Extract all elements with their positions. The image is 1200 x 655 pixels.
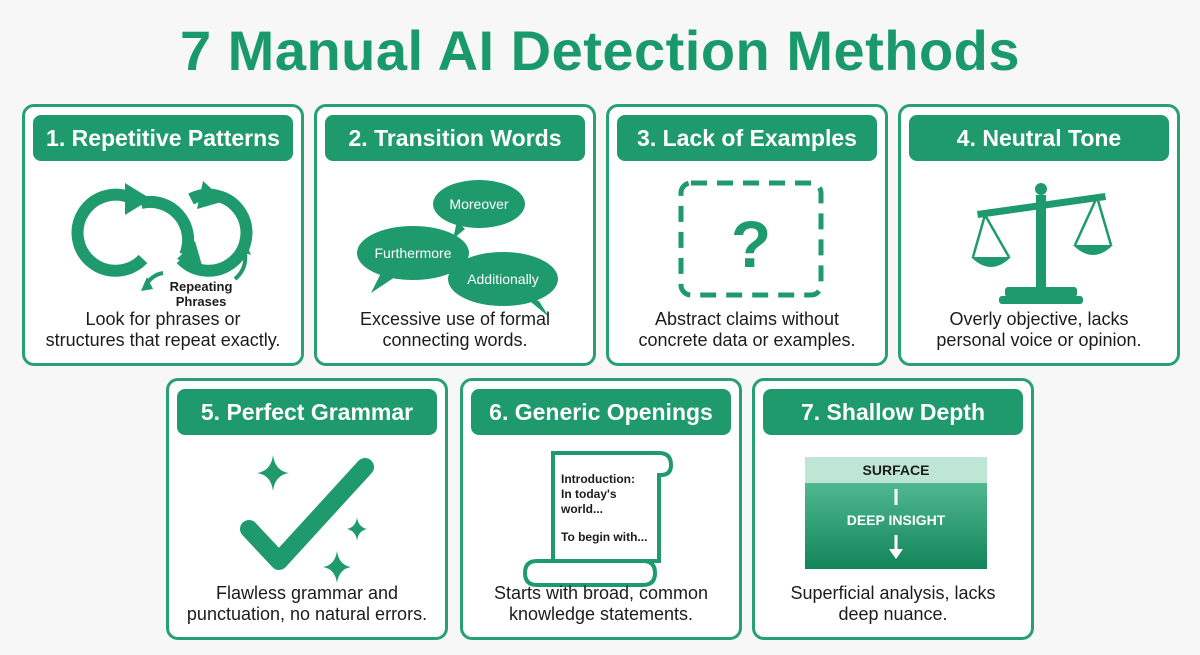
speech-bubbles-icon: Moreover Furthermore Additionally: [317, 169, 599, 319]
balance-scale-icon: [901, 169, 1183, 319]
card-heading: 6. Generic Openings: [471, 389, 731, 435]
method-card-generic-openings: 6. Generic Openings Introduction: In tod…: [460, 378, 742, 640]
question-box-icon: ?: [609, 169, 891, 319]
page-title: 7 Manual AI Detection Methods: [179, 19, 1021, 82]
bubble-furthermore: Furthermore: [374, 245, 451, 261]
method-card-shallow-depth: 7. Shallow Depth SURFACE DEEP INSIGHT Su…: [752, 378, 1034, 640]
method-card-neutral-tone: 4. Neutral Tone Overly objective, lacks …: [898, 104, 1180, 366]
icon-label-line-2: Phrases: [176, 294, 227, 309]
scroll-line-4: To begin with...: [561, 530, 647, 544]
deep-insight-label: DEEP INSIGHT: [847, 512, 946, 528]
bubble-moreover: Moreover: [449, 196, 508, 212]
card-heading: 5. Perfect Grammar: [177, 389, 437, 435]
question-mark: ?: [731, 207, 771, 281]
card-heading: 1. Repetitive Patterns: [33, 115, 293, 161]
icon-label-line-1: Repeating: [170, 279, 233, 294]
scroll-line-3: world...: [560, 502, 603, 516]
card-heading: 7. Shallow Depth: [763, 389, 1023, 435]
bubble-additionally: Additionally: [467, 271, 539, 287]
card-description: Superficial analysis, lacks deep nuance.: [790, 583, 996, 624]
card-description: Excessive use of formal connecting words…: [359, 309, 551, 350]
card-description: Abstract claims without concrete data or…: [638, 309, 856, 350]
repeat-arrows-icon: Repeating Phrases: [25, 169, 307, 319]
card-heading: 2. Transition Words: [325, 115, 585, 161]
method-card-lack-of-examples: 3. Lack of Examples ? Abstract claims wi…: [606, 104, 888, 366]
card-description: Overly objective, lacks personal voice o…: [936, 309, 1142, 350]
card-description: Look for phrases or structures that repe…: [45, 309, 281, 350]
card-heading: 4. Neutral Tone: [909, 115, 1169, 161]
scroll-line-2: In today's: [561, 487, 617, 501]
surface-label: SURFACE: [863, 462, 930, 478]
card-description: Flawless grammar and punctuation, no nat…: [186, 583, 428, 624]
card-heading: 3. Lack of Examples: [617, 115, 877, 161]
checkmark-sparkles-icon: [169, 443, 451, 593]
method-card-perfect-grammar: 5. Perfect Grammar Flawless grammar and …: [166, 378, 448, 640]
method-card-repetitive-patterns: 1. Repetitive Patterns Repeating Phrases…: [22, 104, 304, 366]
card-description: Starts with broad, common knowledge stat…: [493, 583, 709, 624]
scroll-line-1: Introduction:: [561, 472, 635, 486]
scroll-icon: Introduction: In today's world... To beg…: [463, 443, 745, 593]
depth-gradient-icon: SURFACE DEEP INSIGHT: [755, 443, 1037, 593]
method-card-transition-words: 2. Transition Words Moreover Furthermore…: [314, 104, 596, 366]
